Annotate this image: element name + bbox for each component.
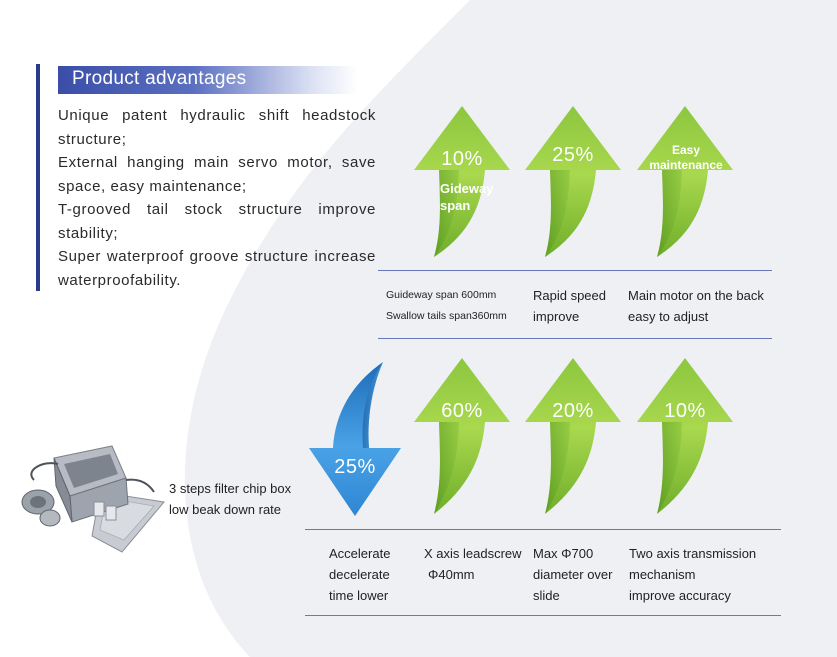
arrow-percent: 20% — [552, 400, 594, 422]
down-arrow-accelerate: 25% — [305, 360, 405, 516]
arrow-percent: 10% — [441, 148, 483, 170]
arrow-percent: 60% — [441, 400, 483, 422]
advantage-item: Super waterproof groove structure increa… — [58, 248, 376, 289]
up-arrow-transmission: 10% — [635, 356, 735, 514]
up-arrow-max-diameter: 20% — [523, 356, 623, 514]
divider-line — [378, 270, 772, 271]
advantages-list: Unique patent hydraulic shift headstock … — [58, 104, 376, 292]
advantages-title-banner: Product advantages — [58, 66, 358, 94]
up-arrow-x-axis: 60% — [412, 356, 512, 514]
divider-line — [305, 615, 781, 616]
arrow-percent: 25% — [552, 144, 594, 166]
up-arrow-rapid-speed: 25% — [523, 104, 623, 259]
divider-line — [378, 338, 772, 339]
advantage-item: External hanging main servo motor, save … — [58, 154, 376, 195]
chip-box-image — [21, 445, 165, 553]
arrow-percent: 25% — [334, 456, 376, 478]
divider-line — [305, 529, 781, 530]
advantages-title: Product advantages — [72, 68, 247, 89]
advantage-item: T-grooved tail stock structure improve s… — [58, 201, 376, 242]
advantages-accent-bar — [36, 64, 40, 291]
arrow-percent: 10% — [664, 400, 706, 422]
advantage-item: Unique patent hydraulic shift headstock … — [58, 107, 376, 148]
